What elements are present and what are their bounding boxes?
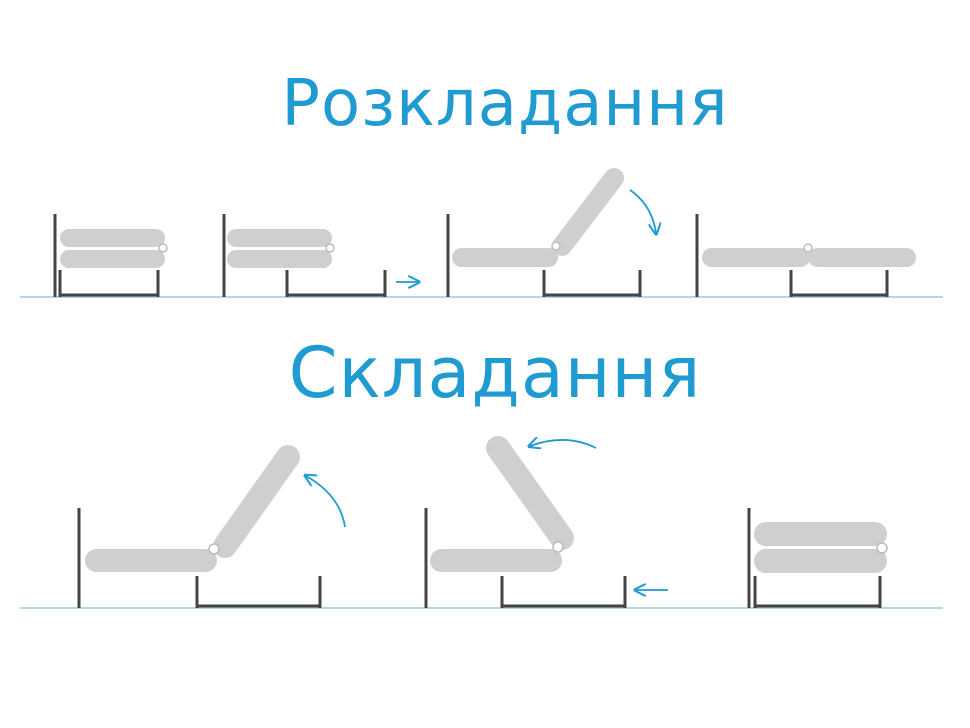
cushion-top xyxy=(227,229,332,247)
cushion-top xyxy=(60,229,165,247)
hinge xyxy=(158,243,168,253)
fold-stage-3-sofa xyxy=(747,508,888,608)
cushion-seat xyxy=(85,549,217,572)
fold-stage-1-sofa xyxy=(77,445,322,608)
hinge xyxy=(803,243,813,253)
unfold-stage-3-sofa xyxy=(446,168,642,297)
fold-stage-2-sofa xyxy=(424,436,627,608)
hinge xyxy=(325,243,335,253)
base-frame xyxy=(500,576,627,608)
curved-arrow-up-icon xyxy=(306,476,346,528)
curved-arrow-left-icon xyxy=(530,440,597,448)
base-frame xyxy=(195,576,322,608)
cushion-raised xyxy=(486,436,574,550)
cushion-right xyxy=(808,248,916,267)
cushion-raised xyxy=(552,168,624,256)
cushion-bottom xyxy=(754,549,887,573)
base-frame xyxy=(285,270,387,297)
cushion-left xyxy=(702,248,810,267)
hinge xyxy=(551,241,561,251)
hinge xyxy=(876,542,888,554)
unfold-stage-4-bed xyxy=(695,214,916,297)
base-frame xyxy=(542,270,642,297)
unfold-title: Розкладання xyxy=(281,67,729,141)
base-frame xyxy=(753,576,882,608)
unfold-stage-1-sofa xyxy=(53,214,168,297)
cushion-bottom xyxy=(60,250,165,268)
curved-arrow-down-icon xyxy=(629,189,656,233)
unfold-stage-2-sofa xyxy=(222,214,387,297)
cushion-top xyxy=(754,522,887,546)
cushion-raised xyxy=(213,445,300,558)
cushion-bottom xyxy=(227,250,332,268)
fold-title: Складання xyxy=(288,332,702,414)
cushion-seat xyxy=(452,248,558,267)
cushion-seat xyxy=(430,549,562,572)
hinge xyxy=(208,543,220,555)
base-frame xyxy=(789,270,889,297)
hinge xyxy=(552,541,564,553)
base-frame xyxy=(58,270,160,297)
